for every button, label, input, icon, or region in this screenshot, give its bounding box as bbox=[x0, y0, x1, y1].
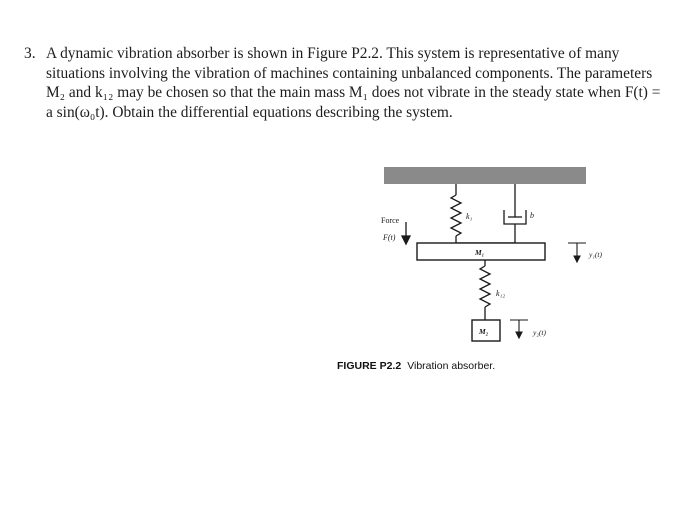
y1-label: y₁(t) bbox=[588, 250, 603, 259]
force-arrow bbox=[400, 222, 412, 246]
problem-statement: 3. A dynamic vibration absorber is shown… bbox=[24, 44, 664, 122]
k1-label: k₁ bbox=[466, 212, 473, 221]
spring-k12 bbox=[478, 260, 492, 320]
m1-label: M₁ bbox=[474, 248, 484, 257]
y1-displacement-marker bbox=[568, 242, 586, 264]
damper-b bbox=[503, 184, 527, 243]
b-label: b bbox=[530, 211, 534, 220]
spring-k1 bbox=[449, 184, 463, 243]
y2-displacement-marker bbox=[510, 319, 528, 340]
force-label: Force bbox=[381, 216, 400, 225]
figure-caption-label: FIGURE P2.2 bbox=[337, 360, 402, 372]
y2-label: y₂(t) bbox=[532, 328, 547, 337]
mass-m1 bbox=[416, 242, 546, 261]
figure-caption: FIGURE P2.2 Vibration absorber. bbox=[337, 360, 495, 372]
fixed-support bbox=[384, 167, 586, 184]
k12-label: k₁₂ bbox=[496, 289, 505, 298]
force-symbol-label: F(t) bbox=[382, 233, 396, 242]
problem-text: A dynamic vibration absorber is shown in… bbox=[46, 45, 661, 121]
problem-number: 3. bbox=[24, 45, 36, 62]
mass-m2 bbox=[471, 319, 501, 342]
figure-caption-text: Vibration absorber. bbox=[407, 360, 496, 372]
m2-label: M₂ bbox=[478, 327, 489, 336]
